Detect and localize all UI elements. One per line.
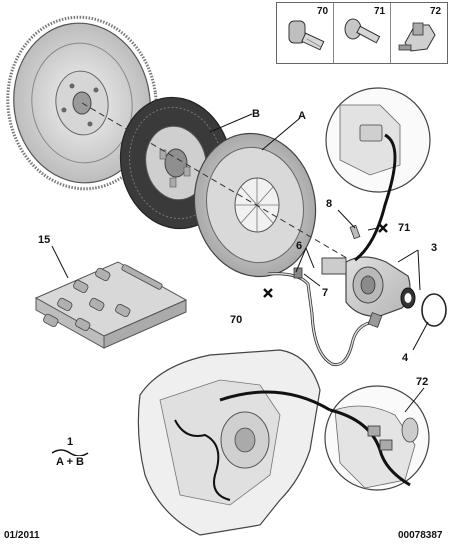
callout-15: 15 — [38, 234, 51, 246]
leader-lines — [51, 113, 429, 413]
kit-formula: 1 A + B — [44, 436, 96, 468]
release-bearing — [321, 256, 411, 317]
callout-71: 71 — [398, 222, 411, 234]
gearbox — [137, 349, 331, 536]
legend-divider — [333, 3, 334, 63]
callout-B: B — [252, 108, 260, 120]
tilde-separator-icon — [51, 449, 89, 456]
cross-marker-70 — [263, 288, 273, 298]
callout-3: 3 — [431, 242, 438, 254]
callout-7: 7 — [322, 287, 329, 299]
kit-formula-text: A + B — [55, 456, 84, 468]
callout-4: 4 — [402, 352, 409, 364]
detail-circle-harness — [324, 385, 430, 491]
footer-date: 01/2011 — [4, 530, 40, 541]
cross-marker-71 — [378, 223, 388, 233]
legend-divider — [390, 3, 391, 63]
detail-circle-connector — [325, 87, 431, 262]
footer-ref-code: 00078387 — [398, 530, 443, 541]
parts-legend-box: 70 71 72 — [276, 2, 448, 64]
callout-A: A — [298, 110, 306, 122]
callout-72: 72 — [416, 376, 429, 388]
parts-kit — [34, 261, 188, 349]
callout-8: 8 — [326, 198, 333, 210]
screw-torx-icon — [344, 18, 381, 44]
legend-label-71: 71 — [374, 6, 386, 17]
callout-70: 70 — [230, 314, 243, 326]
o-ring — [400, 287, 447, 327]
harness-clip-icon — [398, 22, 436, 52]
bolt-hex-icon — [288, 20, 325, 51]
legend-label-72: 72 — [430, 6, 442, 17]
callout-6: 6 — [296, 240, 303, 252]
legend-label-70: 70 — [317, 6, 329, 17]
kit-number: 1 — [66, 436, 74, 448]
hydraulic-pipe — [267, 267, 383, 367]
